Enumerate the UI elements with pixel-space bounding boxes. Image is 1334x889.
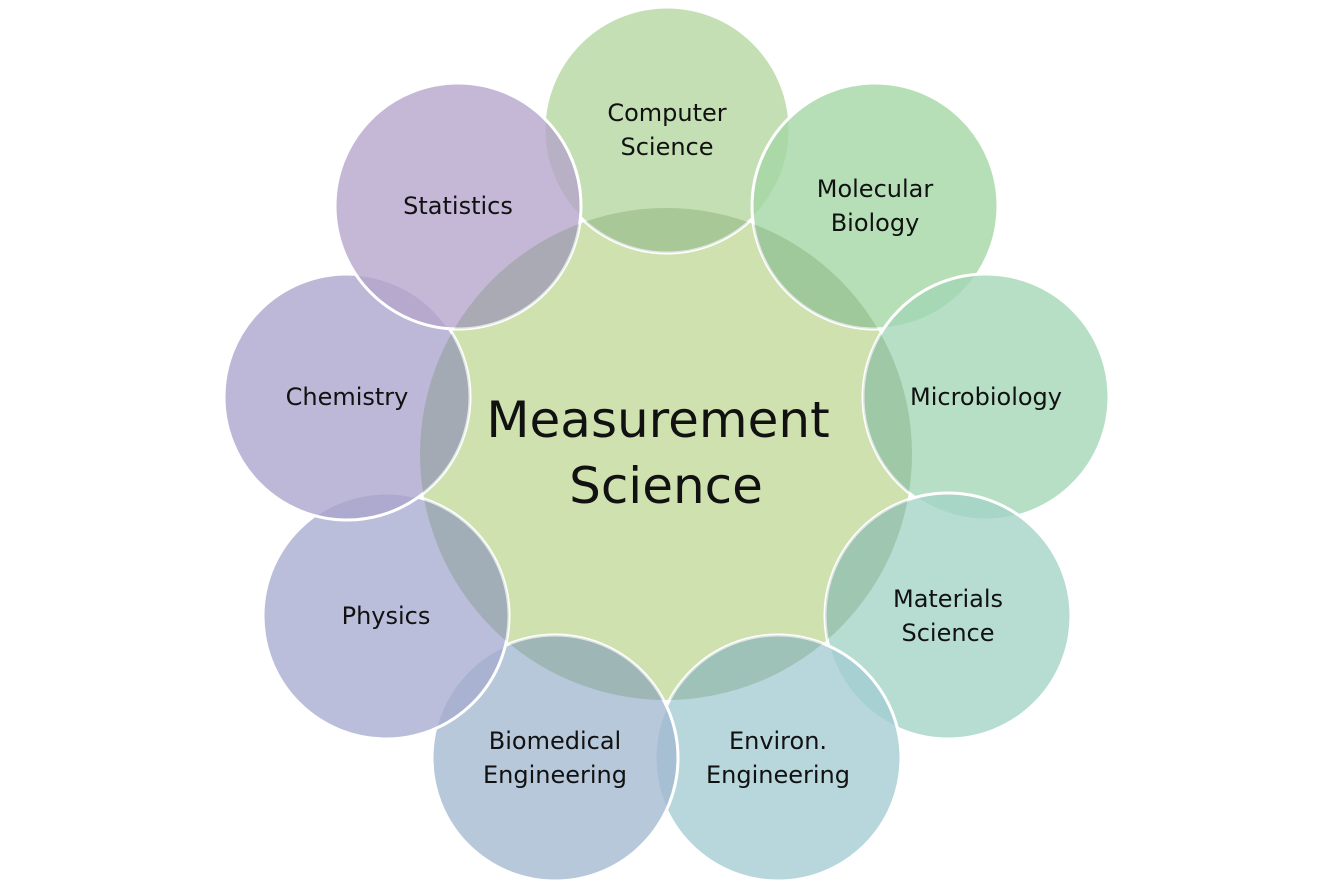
node-label-environ-engineering: Environ. Engineering [706,727,850,789]
node-label-line-molecular-biology-2: Biology [831,209,920,237]
node-circle-chemistry [222,272,472,522]
node-label-line-environ-engineering-2: Engineering [706,761,850,789]
center-title: Measurement Science [486,391,845,515]
satellite-nodes [222,5,1111,883]
node-circle-biomedical-engineering [430,633,680,883]
node-label-physics: Physics [342,602,431,630]
node-label-chemistry: Chemistry [286,383,409,411]
node-label-line-microbiology-1: Microbiology [910,383,1062,411]
overlap-molecular-biology [752,208,912,329]
node-label-line-biomedical-engineering-2: Engineering [483,761,627,789]
node-label-microbiology: Microbiology [910,383,1062,411]
node-label-line-materials-science-2: Science [901,619,994,647]
node-label-line-materials-science-1: Materials [893,585,1003,613]
node-circle-molecular-biology [750,81,1000,331]
center-circle [420,208,912,700]
node-label-line-statistics-1: Statistics [403,192,513,220]
node-label-line-computer-science-1: Computer [607,99,726,127]
node-label-line-biomedical-engineering-1: Biomedical [489,727,621,755]
center-title-line-2: Science [569,457,763,515]
center-node [420,208,912,700]
overlap-statistics [420,208,581,329]
node-label-line-molecular-biology-1: Molecular [817,175,934,203]
node-label-statistics: Statistics [403,192,513,220]
center-title-line-1: Measurement [486,391,829,449]
node-label-line-physics-1: Physics [342,602,431,630]
node-circle-materials-science [823,491,1073,741]
node-circle-statistics [333,81,583,331]
node-label-line-environ-engineering-1: Environ. [729,727,827,755]
node-label-line-computer-science-2: Science [620,133,713,161]
node-label-line-chemistry-1: Chemistry [286,383,409,411]
